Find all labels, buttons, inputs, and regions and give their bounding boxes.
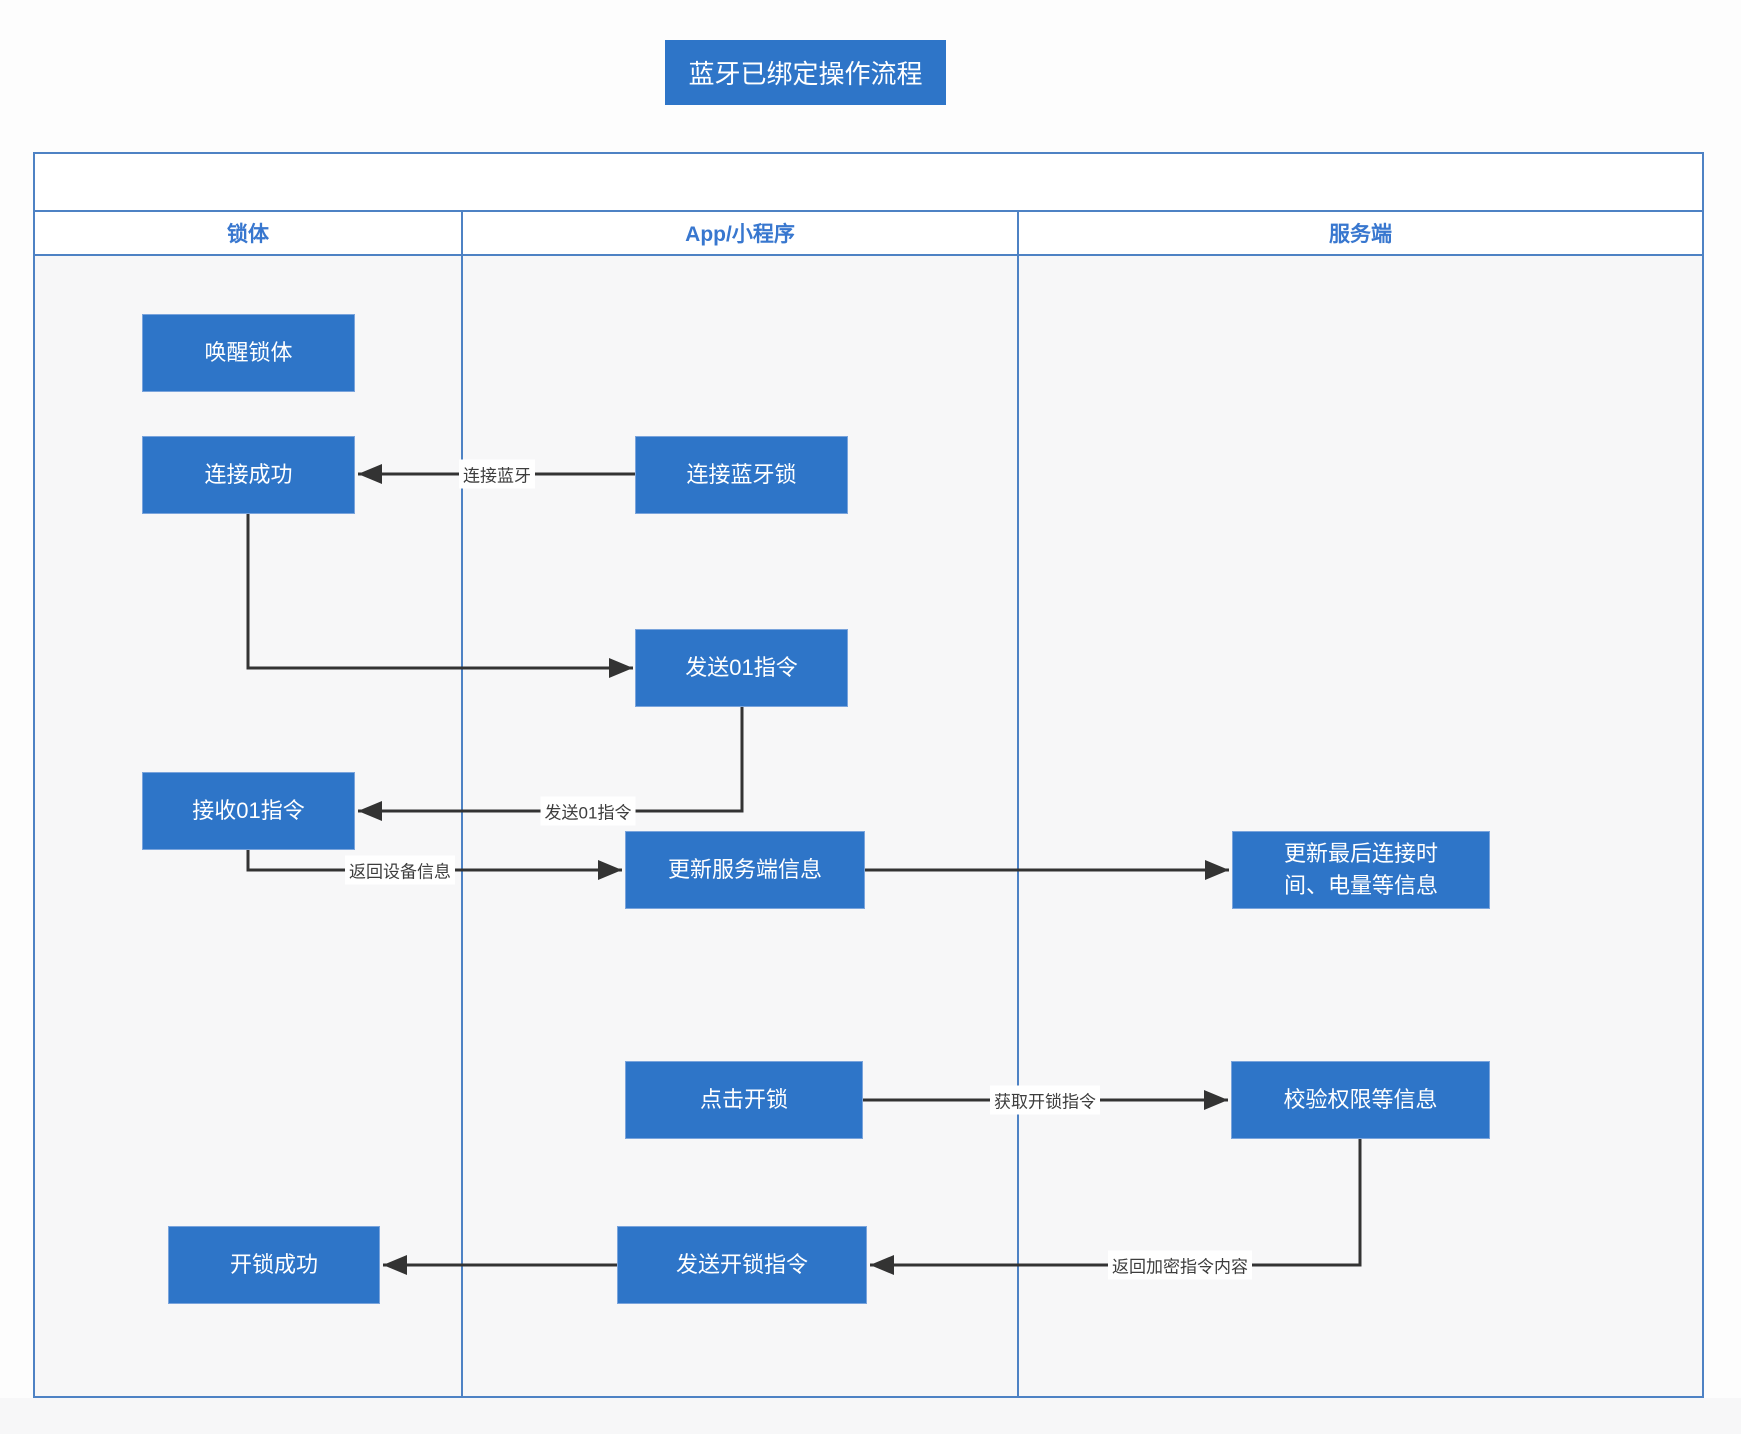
- node-update-server-info: 更新服务端信息: [625, 831, 865, 909]
- node-tap-unlock: 点击开锁: [625, 1061, 863, 1139]
- node-update-last-connect-info: 更新最后连接时 间、电量等信息: [1232, 831, 1490, 909]
- lane-header-lock: 锁体: [35, 212, 463, 254]
- lane-body-server: [1019, 256, 1702, 1396]
- node-wake-lock: 唤醒锁体: [142, 314, 355, 392]
- node-connect-ble-lock: 连接蓝牙锁: [635, 436, 848, 514]
- bottom-strip: [0, 1398, 1741, 1434]
- node-send-unlock-command: 发送开锁指令: [617, 1226, 867, 1304]
- pool-top-band: [35, 154, 1702, 210]
- lane-header-app: App/小程序: [463, 212, 1019, 254]
- lane-header-server: 服务端: [1329, 223, 1392, 246]
- lane-body-app: [463, 256, 1019, 1396]
- lane-body-lock: [35, 256, 463, 1396]
- lane-header-row: 锁体 App/小程序 服务端: [35, 210, 1702, 256]
- node-verify-permission: 校验权限等信息: [1231, 1061, 1490, 1139]
- node-receive-01-command: 接收01指令: [142, 772, 355, 850]
- edge-label-return-device-info: 返回设备信息: [345, 855, 455, 885]
- edge-label-return-encrypted-command: 返回加密指令内容: [1108, 1250, 1252, 1280]
- edge-label-get-unlock-command: 获取开锁指令: [990, 1085, 1100, 1115]
- edge-label-send-01: 发送01指令: [540, 796, 636, 826]
- diagram-title: 蓝牙已绑定操作流程: [665, 40, 946, 105]
- node-connect-success: 连接成功: [142, 436, 355, 514]
- edge-label-connect-bluetooth: 连接蓝牙: [459, 459, 535, 489]
- node-send-01-command: 发送01指令: [635, 629, 848, 707]
- node-unlock-success: 开锁成功: [168, 1226, 380, 1304]
